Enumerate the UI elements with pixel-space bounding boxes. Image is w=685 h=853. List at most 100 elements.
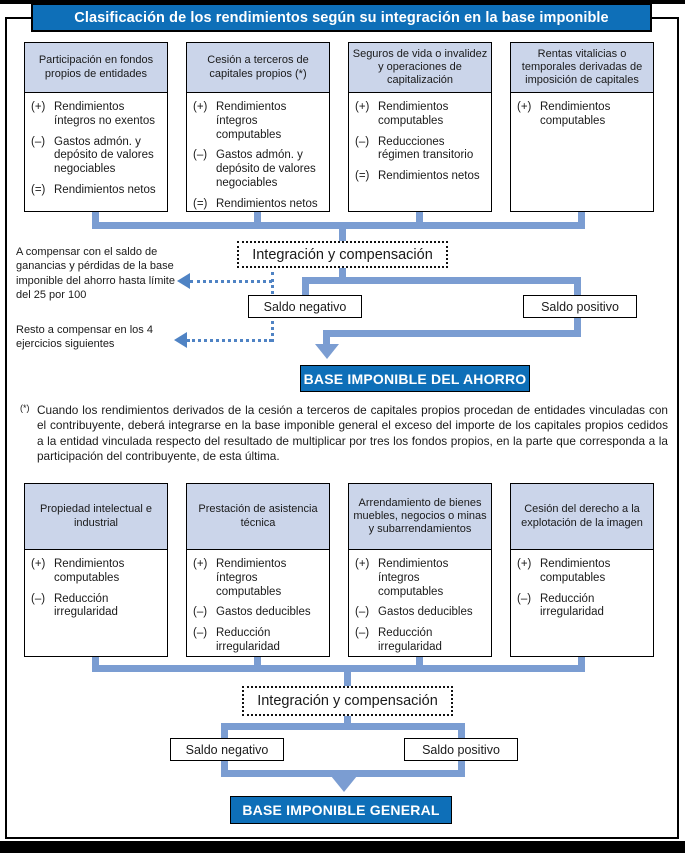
- connector-stub: [339, 267, 346, 278]
- list-item: (–)Reducción irregularidad: [355, 627, 486, 655]
- flow-box-body: (+) Rendimientos íntegros computables (–)…: [187, 93, 329, 211]
- arrow-down-icon: [331, 776, 357, 792]
- connector-stub: [344, 715, 351, 725]
- flow-box-asistencia-tecnica: Prestación de asistencia técnica (+) Rend…: [186, 483, 330, 657]
- footnote: (*) Cuando los rendimientos derivados de…: [20, 403, 668, 464]
- flow-box-header: Cesión a terceros de capitales propios (…: [187, 43, 329, 93]
- list-item: (–)Reducción irregularidad: [31, 593, 162, 621]
- list-item: (+) Rendimientos computables: [355, 101, 486, 129]
- item-text: Gastos deducibles: [378, 606, 473, 619]
- item-text: Rendimientos computables: [378, 101, 449, 127]
- item-sign: (–): [31, 135, 46, 148]
- connector-stub: [323, 330, 330, 345]
- item-sign: (+): [355, 101, 370, 113]
- dotted-connector-line: [187, 339, 272, 342]
- saldo-negativo-top: Saldo negativo: [248, 295, 362, 318]
- flow-box-propiedad-intelectual: Propiedad intelectual e industrial (+)Re…: [24, 483, 168, 657]
- flow-box-arrendamiento-muebles: Arrendamiento de bienes muebles, negocio…: [348, 483, 492, 657]
- flow-box-body: (+) Rendimientos computables: [511, 93, 653, 211]
- flow-box-body: (+)Rendimientos computables (–)Reduccion…: [349, 93, 491, 211]
- list-item: (+) Rendimientos íntegros computables: [193, 558, 324, 599]
- item-text: Gastos admón. y depósito de valores nego…: [216, 149, 316, 189]
- item-sign: (–): [355, 135, 370, 148]
- item-sign: (–): [193, 627, 208, 640]
- list-item: (–) Reducción irregularidad: [517, 593, 648, 621]
- connector-bar: [221, 723, 465, 730]
- integration-box-bottom: Integración y compensación: [242, 686, 453, 716]
- connector-stub: [92, 655, 99, 672]
- connector-bar: [302, 277, 581, 284]
- item-sign: (+): [193, 558, 208, 570]
- flow-box-header: Participación en fondos propios de entid…: [25, 43, 167, 93]
- item-text: Rendimientos netos: [216, 197, 318, 210]
- item-sign: (+): [517, 101, 532, 113]
- footnote-text: Cuando los rendimientos derivados de la …: [37, 403, 668, 463]
- item-text: Gastos admón. y depósito de valores nego…: [54, 135, 154, 176]
- flow-box-body: (+)Rendimientos computables (–) Reducción…: [511, 550, 653, 656]
- flow-box-header: Rentas vitalicias o temporales derivadas…: [511, 43, 653, 93]
- connector-stub: [578, 210, 585, 226]
- item-sign: (–): [355, 627, 370, 640]
- top-rule: [0, 0, 685, 4]
- connector-stub: [254, 655, 261, 672]
- list-item: (=)Rendimientos netos: [355, 170, 486, 184]
- list-item: (+) Rendimientos computables: [517, 101, 648, 129]
- list-item: (+)Rendimientos computables: [517, 558, 648, 586]
- list-item: (=)Rendimientos netos: [31, 184, 162, 198]
- arrow-down-icon: [315, 344, 339, 359]
- item-text: Reducción irregularidad: [54, 592, 118, 619]
- list-item: (–) Reducción irregularidad: [193, 627, 324, 655]
- list-item: (+) Rendimientos computables: [31, 558, 162, 586]
- list-item: (+) Rendimientos íntegros computables: [193, 101, 324, 142]
- list-item: (–) Gastos deducibles: [193, 606, 324, 620]
- list-item: (=) Rendimientos netos: [193, 198, 324, 211]
- dotted-connector-line: [190, 280, 272, 283]
- list-item: (–) Gastos admón. y depósito de valores n…: [31, 136, 162, 177]
- connector-stub: [344, 672, 351, 686]
- flow-box-seguros-vida: Seguros de vida o invalidez y operacione…: [348, 42, 492, 212]
- flow-box-rentas-vitalicias: Rentas vitalicias o temporales derivadas…: [510, 42, 654, 212]
- saldo-negativo-bottom: Saldo negativo: [170, 738, 284, 761]
- item-sign: (+): [31, 558, 46, 570]
- connector-stub: [339, 229, 346, 241]
- connector-stub: [92, 210, 99, 226]
- connector-stub: [416, 655, 423, 672]
- flow-box-cesion-imagen: Cesión del derecho a la explotación de l…: [510, 483, 654, 657]
- dotted-arrow-left-icon: [174, 332, 187, 348]
- saldo-positivo-top: Saldo positivo: [523, 295, 637, 318]
- flow-box-body: (+) Rendimientos íntegros no exentos (–) G…: [25, 93, 167, 211]
- item-text: Rendimientos computables: [54, 558, 125, 584]
- dotted-arrow-left-icon: [177, 273, 190, 289]
- connector-stub: [254, 210, 261, 226]
- item-text: Reducción irregularidad: [216, 627, 280, 653]
- connector-bar: [92, 665, 585, 672]
- item-sign: (+): [31, 101, 46, 113]
- flow-box-header: Prestación de asistencia técnica: [187, 484, 329, 550]
- item-sign: (–): [193, 606, 208, 619]
- item-text: Rendimientos íntegros computables: [216, 558, 287, 598]
- base-imponible-ahorro-box: BASE IMPONIBLE DEL AHORRO: [300, 365, 530, 392]
- item-text: Reducción irregularidad: [540, 592, 604, 619]
- note-resto-compensar: Resto a compensar en los 4 ejercicios si…: [16, 324, 153, 351]
- flow-box-body: (+) Rendimientos íntegros computables (–)…: [187, 550, 329, 656]
- connector-stub: [302, 277, 309, 296]
- list-item: (+) Rendimientos íntegros no exentos: [31, 101, 162, 129]
- item-sign: (–): [193, 149, 208, 162]
- item-sign: (+): [193, 101, 208, 113]
- item-sign: (–): [517, 592, 532, 605]
- connector-stub: [578, 655, 585, 672]
- item-sign: (=): [193, 197, 208, 210]
- item-sign: (+): [355, 558, 370, 570]
- item-sign: (=): [355, 170, 370, 183]
- connector-bar: [221, 770, 465, 777]
- item-text: Rendimientos íntegros computables: [216, 101, 287, 141]
- item-sign: (=): [31, 183, 46, 196]
- connector-bar: [326, 330, 581, 337]
- item-text: Rendimientos computables: [540, 101, 611, 127]
- item-text: Gastos deducibles: [216, 606, 311, 619]
- footnote-marker: (*): [20, 403, 30, 413]
- item-text: Rendimientos íntegros no exentos: [54, 101, 156, 127]
- note-compensar-saldo: A compensar con el saldo de ganancias y …: [16, 246, 175, 301]
- item-sign: (+): [517, 558, 532, 570]
